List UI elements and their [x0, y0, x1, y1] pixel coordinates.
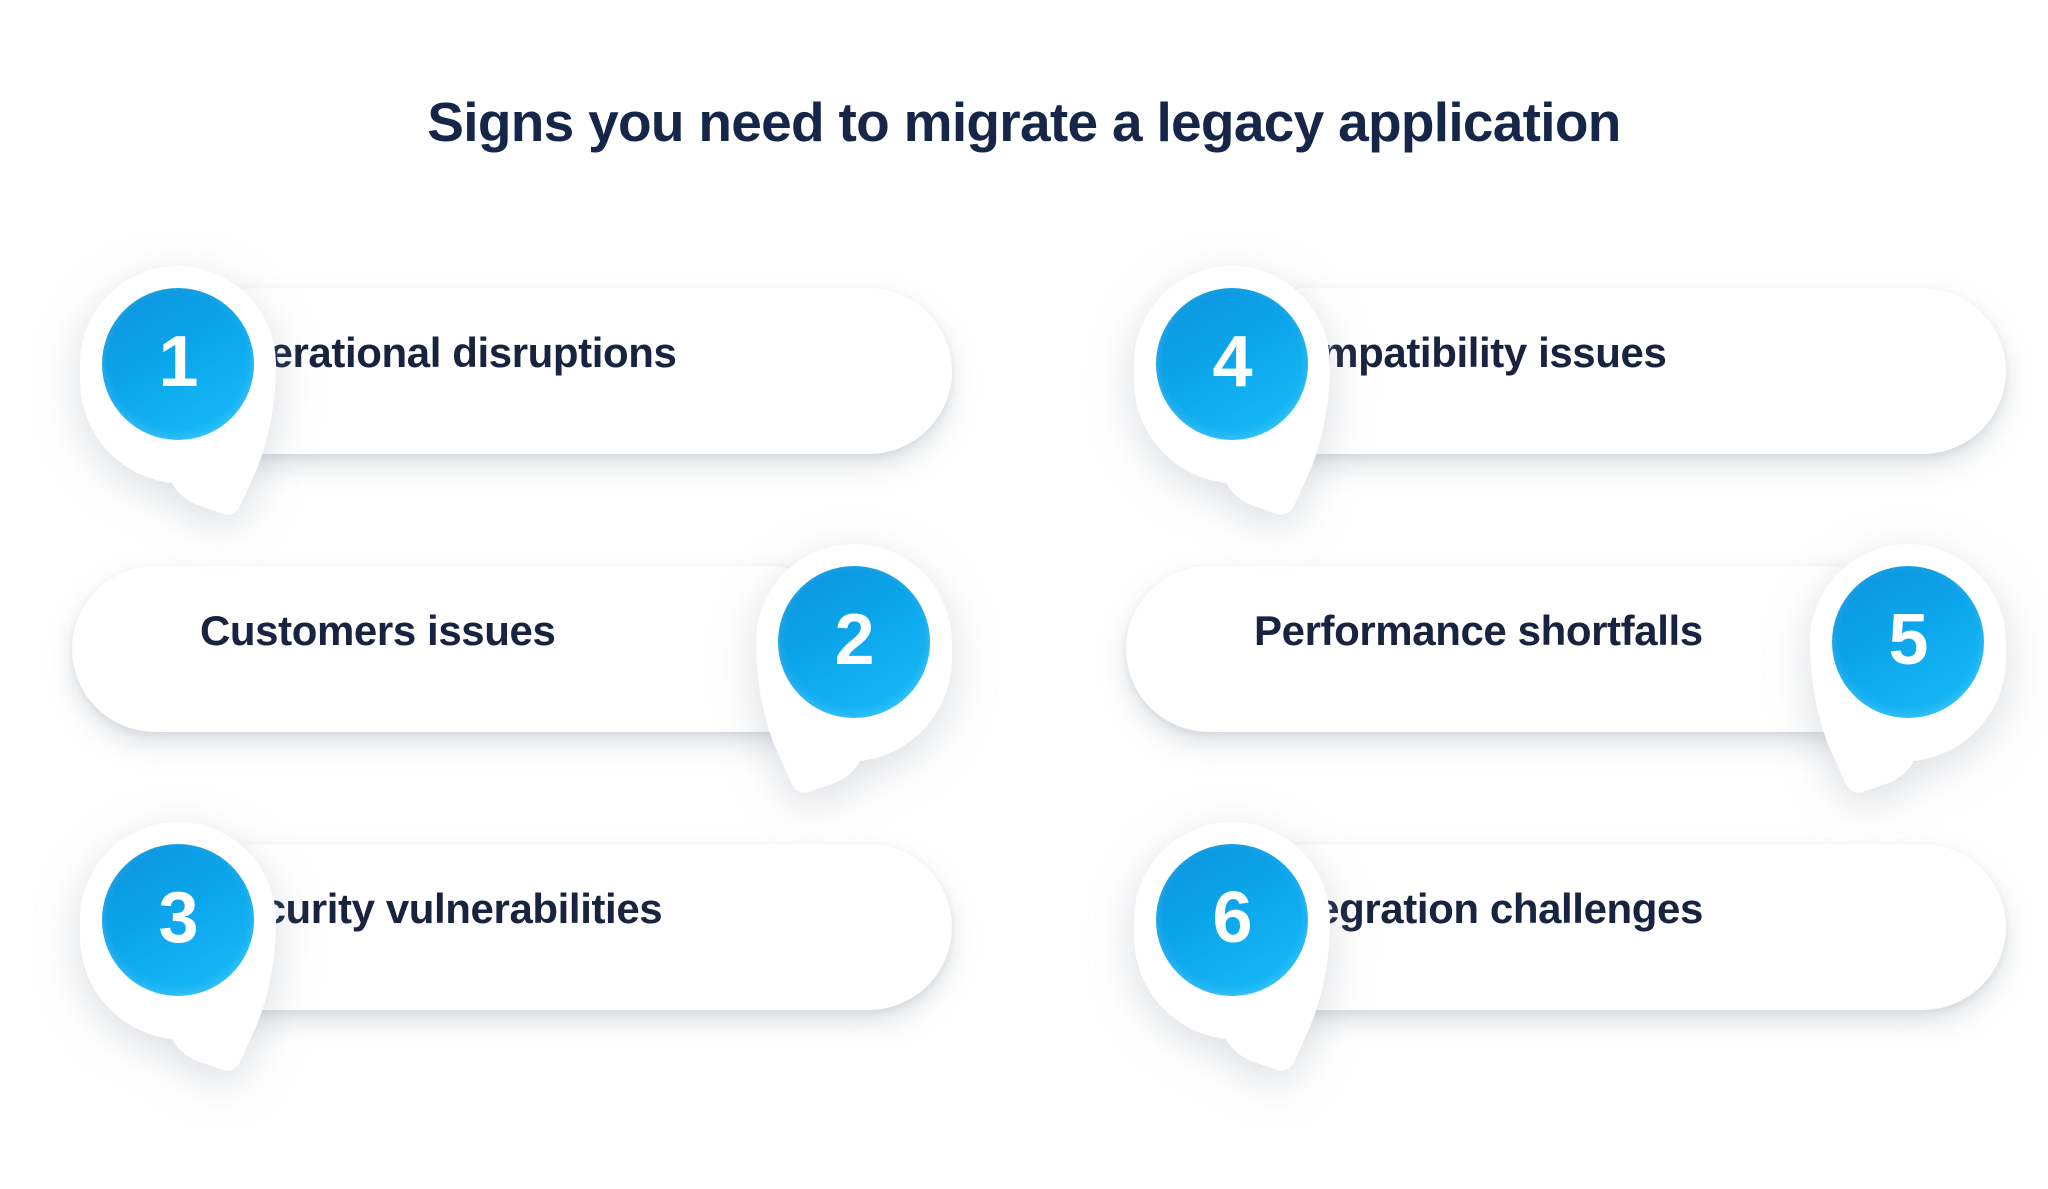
item-pill-card [172, 844, 952, 1010]
page-title: Signs you need to migrate a legacy appli… [427, 91, 1621, 153]
signs-grid: 1 Operational disruptions 2 Customers is… [0, 266, 2048, 1130]
number-badge-bubble: 1 [80, 266, 276, 516]
number-label: 1 [158, 322, 198, 402]
number-circle: 2 [778, 566, 930, 718]
number-label: 3 [158, 878, 198, 958]
item-pill-card [72, 566, 852, 732]
number-badge-bubble: 6 [1134, 822, 1330, 1072]
number-badge-bubble: 4 [1134, 266, 1330, 516]
number-badge-bubble: 2 [756, 544, 952, 794]
number-label: 4 [1212, 322, 1252, 402]
left-column: 1 Operational disruptions 2 Customers is… [72, 266, 972, 1130]
item-label: Compatibility issues [1266, 329, 1667, 376]
item-pill-card [1226, 844, 2006, 1010]
item-label: Operational disruptions [212, 329, 677, 376]
number-circle: 1 [102, 288, 254, 440]
list-item[interactable]: 3 Security vulnerabilities [72, 822, 952, 1071]
list-item[interactable]: 1 Operational disruptions [72, 266, 952, 515]
list-item[interactable]: 6 Integration challenges [1126, 822, 2006, 1071]
number-circle: 3 [102, 844, 254, 996]
item-label: Customers issues [200, 607, 556, 654]
item-label: Performance shortfalls [1254, 607, 1703, 654]
number-badge-bubble: 5 [1810, 544, 2006, 794]
number-label: 2 [834, 600, 874, 680]
number-circle: 5 [1832, 566, 1984, 718]
list-item[interactable]: 2 Customers issues [72, 544, 952, 793]
item-pill-card [172, 288, 952, 454]
number-circle: 4 [1156, 288, 1308, 440]
item-label: Integration challenges [1266, 885, 1703, 932]
list-item[interactable]: 5 Performance shortfalls [1126, 544, 2006, 793]
number-label: 5 [1888, 600, 1928, 680]
list-item[interactable]: 4 Compatibility issues [1126, 266, 2006, 515]
item-pill-card [1226, 288, 2006, 454]
item-label: Security vulnerabilities [212, 885, 663, 932]
number-circle: 6 [1156, 844, 1308, 996]
item-pill-card [1126, 566, 1906, 732]
number-label: 6 [1212, 878, 1252, 958]
number-badge-bubble: 3 [80, 822, 276, 1072]
right-column: 4 Compatibility issues 5 Performance sho… [1126, 266, 2026, 1130]
